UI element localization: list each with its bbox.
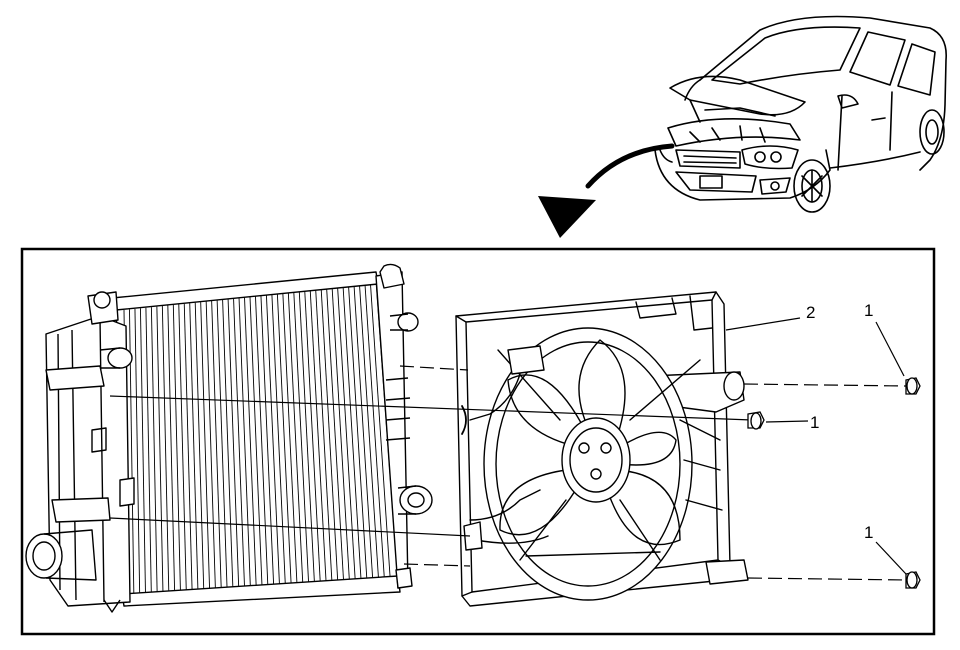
through-lines	[109, 395, 753, 537]
radiator-fin	[331, 288, 350, 581]
radiator-assembly	[25, 263, 433, 613]
radiator-fin	[211, 300, 222, 589]
radiator-fin	[161, 306, 170, 592]
radiator-fin	[178, 304, 187, 591]
radiator-fin	[342, 287, 362, 581]
radiator-fin	[326, 289, 345, 582]
radiator-fin	[216, 300, 228, 589]
callout-label-bolt-upper: 1	[864, 301, 873, 320]
radiator-fin	[260, 295, 275, 586]
radiator-fin	[359, 285, 379, 580]
radiator-fin	[172, 304, 181, 591]
radiator-fin	[156, 306, 164, 592]
radiator-fin	[364, 285, 385, 579]
radiator-fin	[205, 301, 216, 589]
radiator-fin	[150, 307, 158, 593]
callout-label-bolt-center: 1	[810, 413, 819, 432]
radiator-fin	[271, 294, 286, 585]
callout-label-bolt-lower: 1	[864, 523, 873, 542]
radiator-fin	[183, 303, 193, 591]
fan-shroud-assembly	[455, 291, 749, 607]
radiator-fin	[370, 284, 391, 579]
radiator-fin	[139, 308, 146, 593]
radiator-fin	[293, 292, 310, 584]
radiator-fin	[145, 307, 152, 593]
radiator-fin	[167, 305, 176, 592]
radiator-fin	[249, 296, 263, 587]
radiator-fin	[265, 295, 280, 585]
radiator-fin	[298, 291, 315, 583]
alignment-lines	[399, 365, 907, 581]
radiator-fin	[309, 290, 327, 583]
leader-lines	[725, 317, 907, 575]
radiator-fin	[320, 289, 339, 582]
bolt-upper-right	[905, 377, 921, 395]
radiator-fin	[255, 296, 269, 586]
detail-frame	[20, 247, 936, 636]
vehicle-locator-illustration	[654, 15, 947, 213]
radiator-fin	[134, 308, 141, 594]
radiator-fin	[200, 302, 211, 590]
location-arrow	[538, 143, 675, 238]
radiator-fin	[282, 293, 298, 584]
bolt-center	[747, 411, 765, 430]
radiator-fin	[222, 299, 234, 588]
callout-label-fan-shroud: 2	[806, 303, 815, 322]
bolt-lower-right	[905, 571, 921, 589]
radiator-fin	[315, 290, 333, 582]
radiator-fin	[337, 287, 356, 581]
radiator-fin	[276, 294, 292, 585]
radiator-fin	[227, 299, 240, 588]
radiator-fin	[244, 297, 257, 587]
radiator-fin	[238, 298, 251, 587]
radiator-fin	[233, 298, 245, 588]
radiator-fin	[189, 303, 199, 590]
radiator-fin	[304, 291, 321, 583]
radiator-fin	[287, 293, 304, 584]
radiator-fin	[194, 302, 205, 590]
